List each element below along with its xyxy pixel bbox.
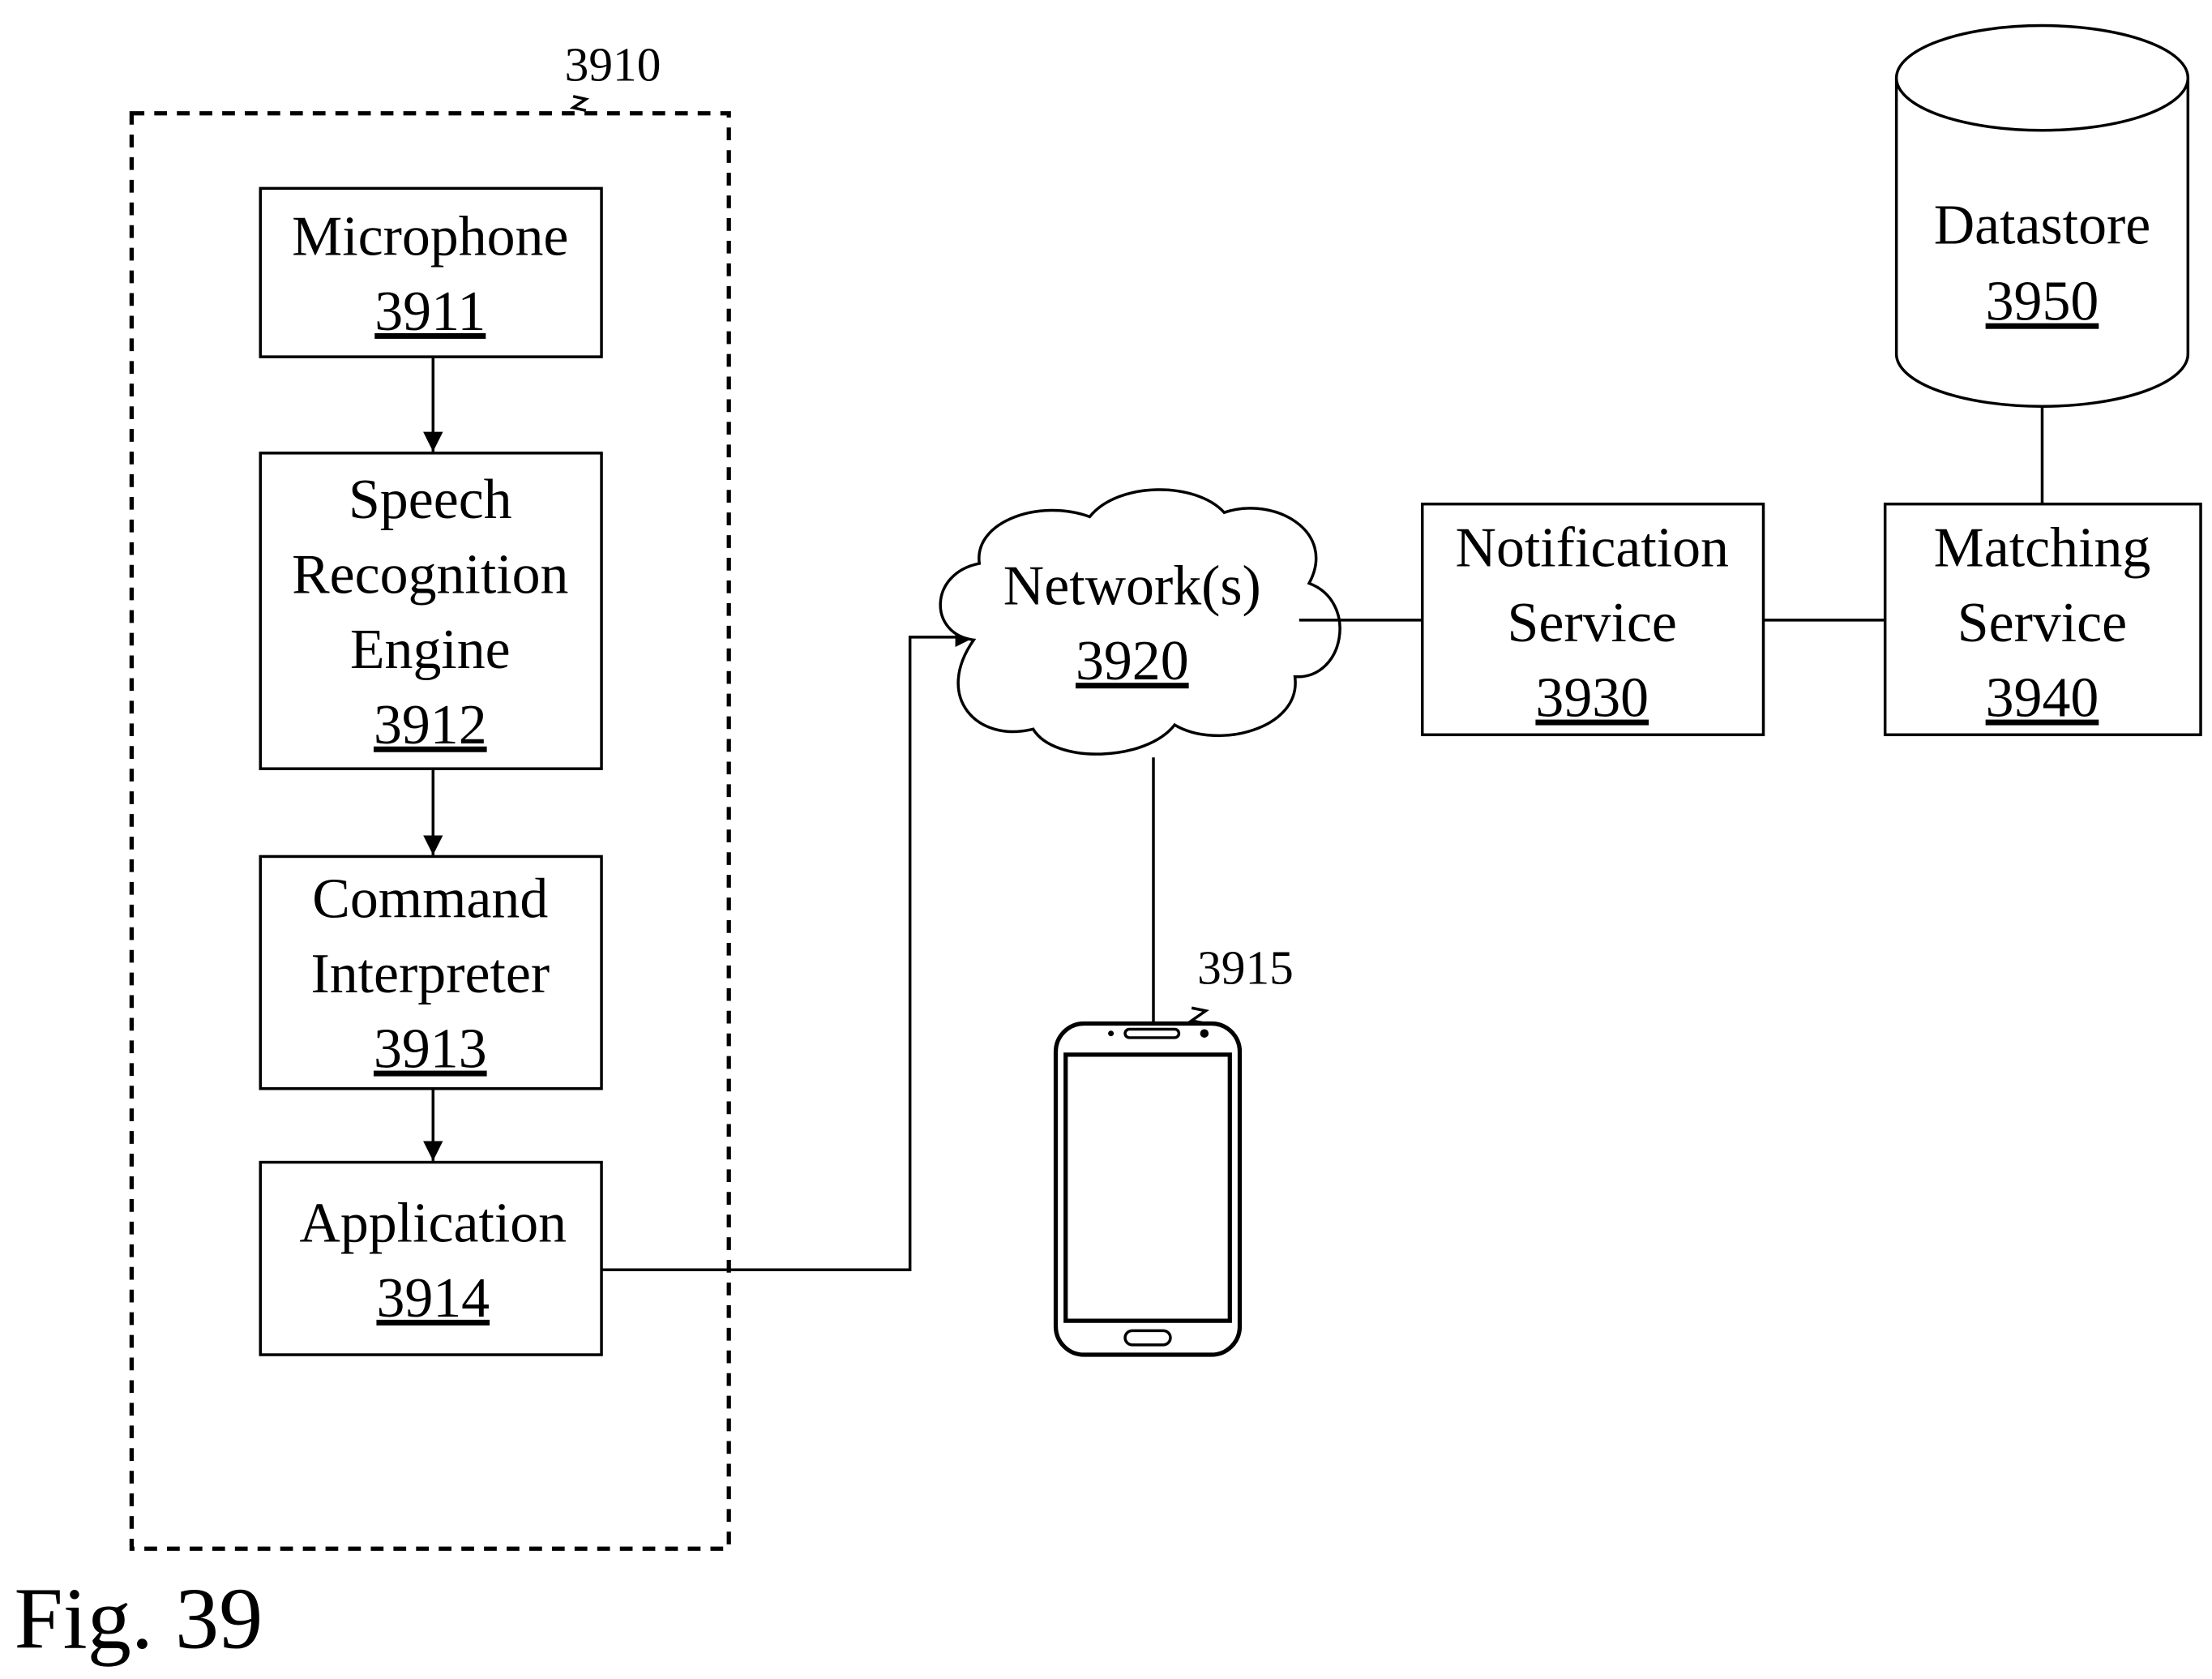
command-interpreter-block: Command Interpreter 3913 xyxy=(260,856,601,1088)
smartphone xyxy=(1056,1023,1240,1355)
device-ref-label: 3910 xyxy=(565,38,661,92)
figure-label: Fig. 39 xyxy=(14,1570,263,1667)
phone-home-button xyxy=(1125,1330,1170,1344)
phone-screen xyxy=(1066,1055,1230,1321)
speech-label-line2: Recognition xyxy=(292,544,568,606)
phone-sensor xyxy=(1108,1030,1114,1036)
application-block: Application 3914 xyxy=(260,1163,601,1355)
datastore-label: Datastore xyxy=(1934,194,2151,256)
phone-speaker xyxy=(1125,1029,1179,1037)
phone-camera xyxy=(1200,1029,1209,1037)
notification-label-line2: Service xyxy=(1508,592,1677,654)
speech-ref: 3912 xyxy=(374,694,487,756)
speech-label-line1: Speech xyxy=(349,469,512,531)
datastore-ref: 3950 xyxy=(1986,271,2099,333)
notification-label-line1: Notification xyxy=(1456,517,1729,580)
application-label: Application xyxy=(299,1192,567,1254)
notification-ref: 3930 xyxy=(1535,667,1649,730)
application-ref: 3914 xyxy=(376,1267,490,1330)
matching-label-line2: Service xyxy=(1957,592,2127,654)
network-ref: 3920 xyxy=(1076,630,1189,692)
command-label-line2: Interpreter xyxy=(310,943,550,1005)
phone-ref-squiggle xyxy=(1192,1008,1205,1023)
microphone-block: Microphone 3911 xyxy=(260,188,601,357)
matching-service-block: Matching Service 3940 xyxy=(1885,504,2201,735)
cloud-icon xyxy=(940,490,1340,754)
datastore-cylinder: Datastore 3950 xyxy=(1897,26,2188,407)
device-ref-squiggle xyxy=(573,96,586,110)
network-label: Network(s) xyxy=(1003,555,1261,618)
microphone-label: Microphone xyxy=(292,205,568,268)
arrow-application-to-network xyxy=(601,637,975,1270)
notification-service-block: Notification Service 3930 xyxy=(1423,504,1764,735)
network-cloud: Network(s) 3920 xyxy=(940,490,1340,754)
speech-recognition-block: Speech Recognition Engine 3912 xyxy=(260,453,601,769)
speech-label-line3: Engine xyxy=(350,619,511,681)
matching-ref: 3940 xyxy=(1986,667,2099,730)
matching-label-line1: Matching xyxy=(1934,517,2151,580)
command-ref: 3913 xyxy=(374,1018,487,1081)
microphone-ref: 3911 xyxy=(374,281,486,343)
phone-ref-label: 3915 xyxy=(1197,941,1294,995)
command-label-line1: Command xyxy=(312,868,548,931)
